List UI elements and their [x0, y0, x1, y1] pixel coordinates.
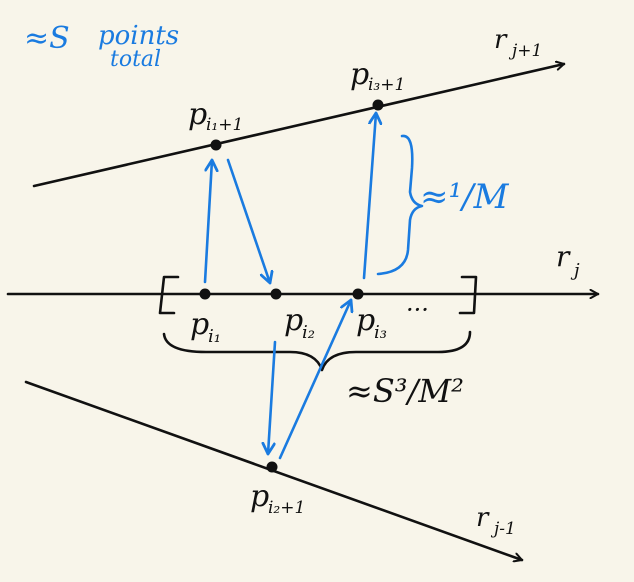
annotation-prefix: ≈S: [24, 21, 70, 56]
label-p-i1-plus: p i₁+1: [188, 97, 243, 135]
svg-text:i₃+1: i₃+1: [368, 75, 405, 95]
spacing-brace: [376, 134, 424, 276]
arrow-p-i3-to-p-i3-plus: [362, 113, 376, 280]
line-r-j-plus-1: [32, 64, 566, 188]
svg-text:j+1: j+1: [508, 41, 542, 61]
interval-label: ≈S³/M²: [346, 372, 464, 410]
dot-p-i1: [199, 288, 211, 300]
dot-p-i3: [352, 288, 364, 300]
dot-p-i1-plus: [210, 139, 222, 151]
ellipsis: ···: [406, 296, 429, 324]
spacing-label: ≈¹/M: [420, 177, 510, 217]
annotation-line1: points: [98, 21, 179, 51]
label-p-i3-plus: p i₃+1: [350, 57, 405, 95]
arrow-p-i2-to-p-i2-plus: [268, 340, 277, 454]
svg-text:p: p: [190, 307, 209, 342]
svg-text:p: p: [250, 479, 269, 514]
svg-text:j: j: [570, 260, 580, 281]
svg-text:p: p: [350, 57, 369, 92]
arrow-p-i2-plus-to-p-i3: [278, 300, 351, 460]
svg-text:r: r: [476, 503, 490, 533]
arrow-p-i1-plus-to-p-i2: [226, 158, 270, 283]
dot-p-i2: [270, 288, 282, 300]
svg-text:i₁+1: i₁+1: [206, 115, 243, 135]
label-r-j-minus-1: r j-1: [476, 503, 516, 539]
label-p-i2-plus: p i₂+1: [250, 479, 305, 518]
svg-text:j-1: j-1: [490, 519, 516, 539]
svg-text:p: p: [356, 303, 375, 338]
svg-text:r: r: [556, 240, 571, 273]
svg-text:i₂: i₂: [302, 322, 315, 343]
label-p-i3: p i₃: [356, 303, 387, 343]
label-p-i1: p i₁: [190, 307, 221, 347]
label-p-i2: p i₂: [284, 303, 315, 343]
interval-brace: [162, 330, 472, 372]
svg-text:p: p: [188, 97, 207, 132]
annotation-line2: total: [110, 47, 161, 72]
label-r-j: r j: [556, 240, 580, 281]
left-bracket: [158, 275, 180, 315]
arrow-p-i1-to-p-i1-plus: [203, 160, 212, 284]
dot-p-i3-plus: [372, 99, 384, 111]
points-total-annotation: ≈S points total: [24, 21, 179, 72]
svg-text:r: r: [494, 25, 508, 55]
label-r-j-plus-1: r j+1: [494, 25, 542, 61]
svg-text:i₁: i₁: [208, 326, 221, 347]
svg-text:i₂+1: i₂+1: [268, 498, 305, 518]
svg-text:p: p: [284, 303, 303, 338]
svg-text:i₃: i₃: [374, 322, 387, 343]
dot-p-i2-plus: [266, 461, 278, 473]
right-bracket: [458, 275, 478, 315]
